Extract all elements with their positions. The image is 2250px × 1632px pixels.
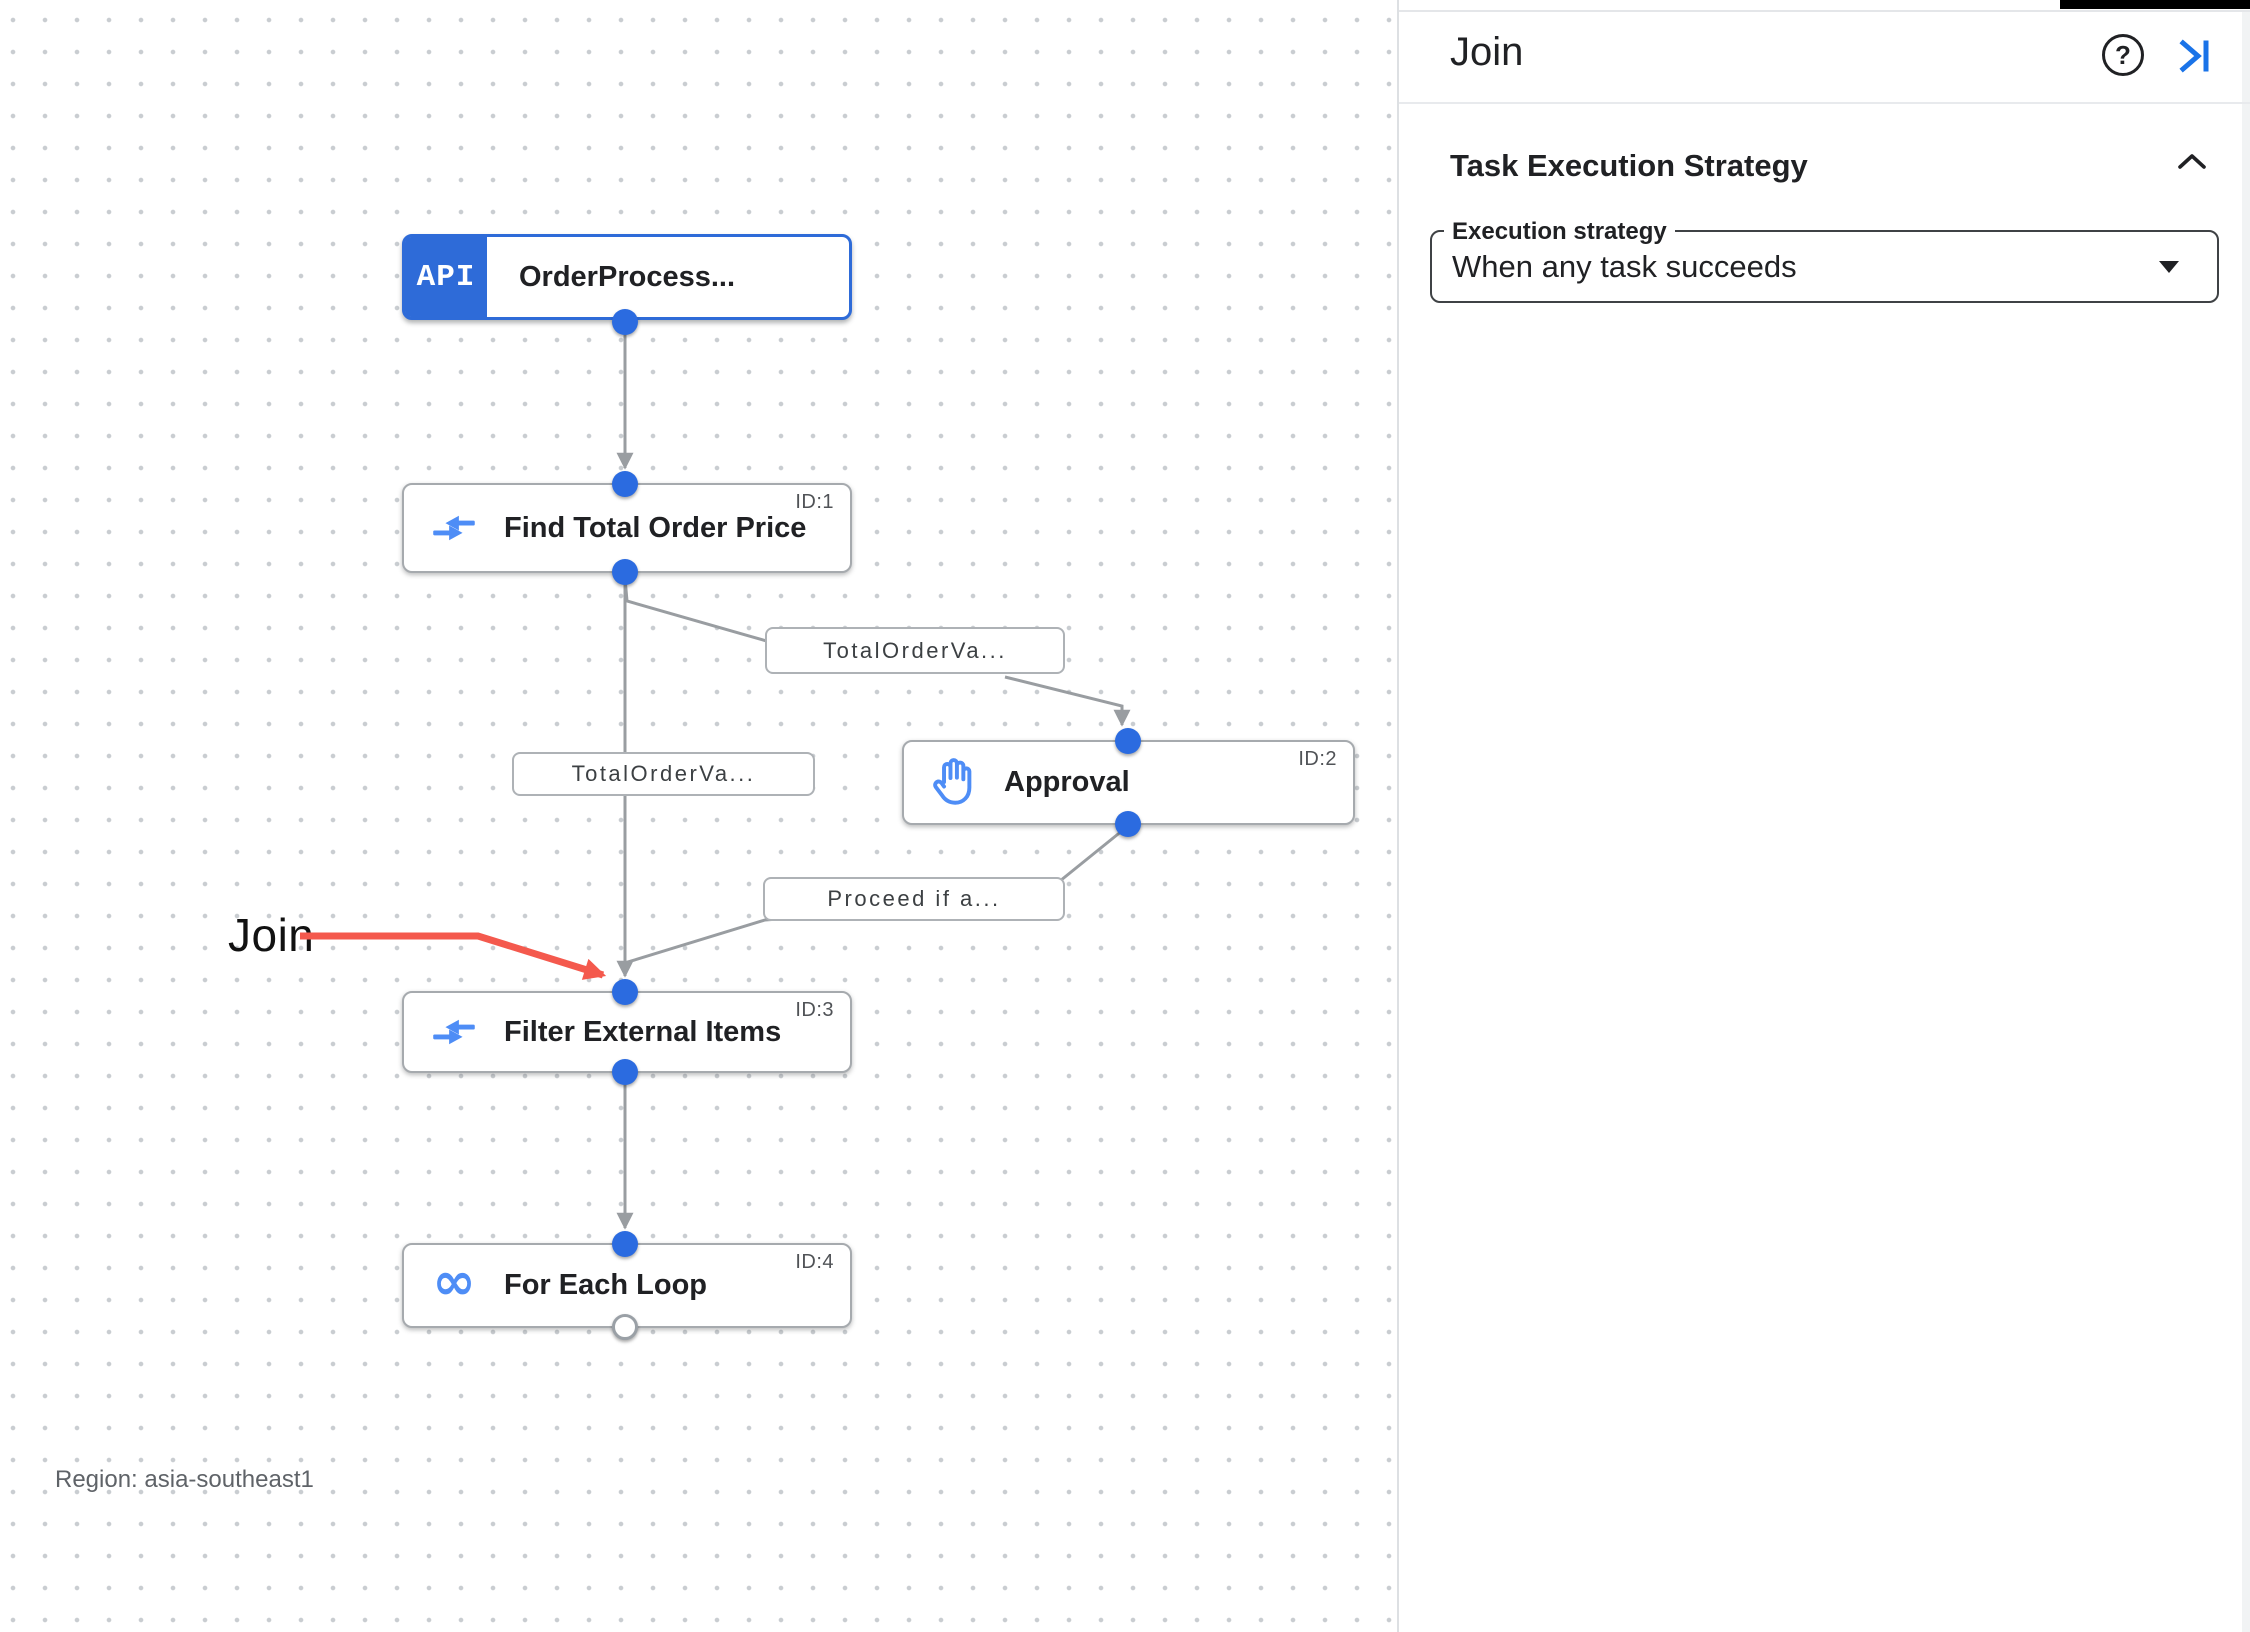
panel-header: Join ? <box>1399 12 2250 102</box>
edge-find-to-approval-2 <box>1004 675 1131 727</box>
node-api-trigger[interactable]: API OrderProcess... <box>402 234 852 320</box>
connector-loop-in[interactable] <box>612 1231 638 1257</box>
hand-approval-icon <box>904 756 1004 810</box>
node-trigger-label: OrderProcess... <box>519 260 735 293</box>
connector-approval-out[interactable] <box>1115 811 1141 837</box>
execution-strategy-label: Execution strategy <box>1444 218 1675 246</box>
caret-down-icon <box>2159 261 2179 273</box>
join-annotation-text: Join <box>228 909 315 961</box>
connector-trigger-out[interactable] <box>612 309 638 335</box>
connector-filter-out[interactable] <box>612 1059 638 1085</box>
section-title-task-execution-strategy: Task Execution Strategy <box>1450 148 1808 183</box>
node-filter-external-items[interactable]: Filter External Items ID:3 <box>402 991 852 1073</box>
node-approval-label: Approval <box>1004 766 1130 798</box>
top-black-bar <box>2060 0 2250 9</box>
data-mapping-icon <box>404 513 504 543</box>
config-panel: Join ? Task Execution Strategy Execution… <box>1397 0 2250 1632</box>
edge-label-totalordervalue-left[interactable]: TotalOrderVa... <box>512 752 815 796</box>
collapse-panel-icon[interactable] <box>2171 34 2215 78</box>
node-loop-label: For Each Loop <box>504 1269 707 1301</box>
node-filter-label: Filter External Items <box>504 1015 782 1048</box>
connector-filter-in[interactable] <box>612 979 638 1005</box>
panel-scrollbar[interactable] <box>2242 12 2250 1632</box>
chevron-up-icon[interactable] <box>2177 153 2207 175</box>
panel-top-divider <box>1399 10 2250 12</box>
help-icon[interactable]: ? <box>2102 34 2144 76</box>
join-annotation-arrow <box>300 932 607 980</box>
connector-find-out[interactable] <box>612 559 638 585</box>
node-loop-id: ID:4 <box>795 1251 834 1273</box>
data-mapping-icon <box>404 1017 504 1047</box>
connector-approval-in[interactable] <box>1115 728 1141 754</box>
node-find-id: ID:1 <box>795 491 834 513</box>
edge-label-totalordervalue-right[interactable]: TotalOrderVa... <box>765 627 1065 674</box>
node-filter-id: ID:3 <box>795 999 834 1021</box>
panel-header-divider <box>1399 102 2250 104</box>
execution-strategy-value: When any task succeeds <box>1452 248 1797 284</box>
workflow-canvas[interactable]: TotalOrderVa... TotalOrderVa... Proceed … <box>0 0 1397 1632</box>
node-approval-id: ID:2 <box>1298 748 1337 770</box>
edge-label-proceed-if[interactable]: Proceed if a... <box>763 877 1065 921</box>
region-label: Region: asia-southeast1 <box>55 1466 314 1493</box>
panel-title: Join <box>1450 30 1524 74</box>
edge-find-to-approval-1 <box>623 577 771 644</box>
execution-strategy-select[interactable]: Execution strategy When any task succeed… <box>1430 218 2219 303</box>
connector-loop-out[interactable] <box>612 1314 638 1340</box>
api-trigger-icon: API <box>405 237 487 317</box>
connector-find-in[interactable] <box>612 471 638 497</box>
node-find-label: Find Total Order Price <box>504 511 807 544</box>
infinity-loop-icon: ∞ <box>432 1251 476 1312</box>
